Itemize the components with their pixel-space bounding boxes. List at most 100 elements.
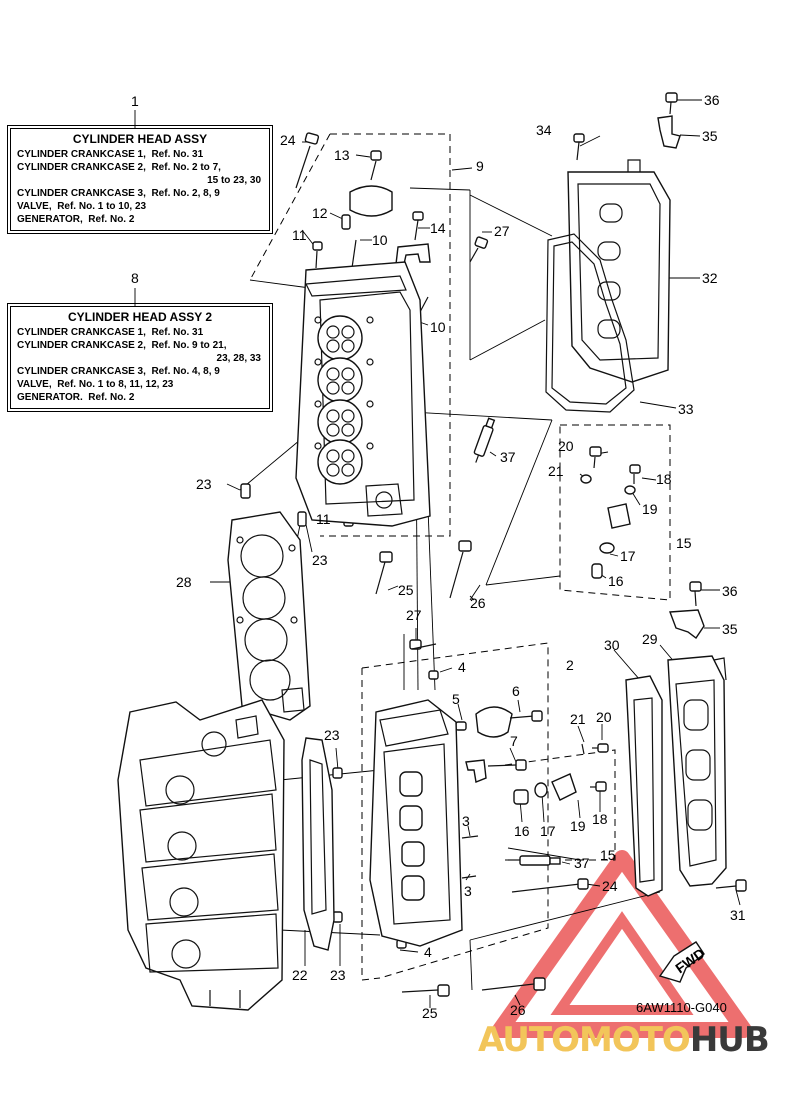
bolt-34	[573, 133, 585, 161]
callout-11: 11	[316, 511, 331, 527]
bracket-35-lower	[669, 609, 705, 640]
engine-block	[117, 699, 285, 1011]
spark-plug-37-upper	[473, 417, 496, 463]
callout-18: 18	[592, 811, 608, 827]
note-title: CYLINDER HEAD ASSY 2	[67, 310, 213, 324]
note-line: GENERATOR, Ref. No. 2	[17, 214, 135, 225]
callout-18: 18	[656, 471, 672, 487]
callout-21: 21	[548, 463, 564, 479]
callout-35: 35	[722, 621, 738, 637]
callout-16: 16	[514, 823, 530, 839]
dowel-23c	[332, 767, 343, 779]
callout-4: 4	[458, 659, 466, 675]
sensor-group-upper	[580, 446, 641, 579]
spark-plug-37-lower	[508, 855, 561, 866]
fasteners	[240, 92, 747, 997]
head-gasket-28	[227, 511, 311, 721]
watermark-text-secondary: HUB	[689, 1020, 770, 1060]
callout-6: 6	[512, 683, 520, 699]
callout-17: 17	[620, 548, 636, 564]
cylinder-head-upper	[295, 261, 431, 527]
callout-30: 30	[604, 637, 620, 653]
pin-10b	[419, 296, 429, 313]
callout-37: 37	[500, 449, 516, 465]
callout-26: 26	[470, 595, 486, 611]
callout-4: 4	[424, 944, 432, 960]
bolt-25-lower	[401, 984, 450, 997]
callout-13: 13	[334, 147, 350, 163]
callout-26: 26	[510, 1002, 526, 1018]
callout-32: 32	[702, 270, 718, 286]
drawing-code: 6AW1110-G040	[636, 1000, 727, 1015]
callout-20: 20	[558, 438, 574, 454]
callout-37: 37	[574, 855, 590, 871]
cover-gasket-33	[545, 233, 635, 413]
pin-10a	[351, 239, 357, 269]
callout-27: 27	[406, 607, 422, 623]
callout-28: 28	[176, 574, 192, 590]
note-line: 23, 28, 33	[216, 353, 261, 364]
callout-20: 20	[596, 709, 612, 725]
nut-11-top	[312, 241, 323, 251]
dowel-23a	[240, 483, 251, 499]
callout-24: 24	[602, 878, 618, 894]
callout-23: 23	[312, 552, 328, 568]
callout-21: 21	[570, 711, 586, 727]
callout-35: 35	[702, 128, 718, 144]
callout-24: 24	[280, 132, 296, 148]
note-line: CYLINDER CRANKCASE 1, Ref. No. 31	[17, 327, 204, 338]
callout-25: 25	[422, 1005, 438, 1021]
callout-10: 10	[372, 232, 388, 248]
note-line: CYLINDER CRANKCASE 2, Ref. No. 2 to 7,	[17, 162, 221, 173]
watermark-text-primary: AUTOMOTO	[478, 1020, 691, 1060]
bracket-7	[465, 759, 487, 783]
bolt-36-upper	[665, 92, 678, 115]
exhaust-cover-30	[625, 675, 663, 897]
callout-23: 23	[330, 967, 346, 983]
callout-14: 14	[430, 220, 446, 236]
bolt-26-lower	[481, 977, 546, 991]
cap-4-top	[428, 670, 439, 680]
dowel-23b	[297, 511, 307, 527]
note-line: GENERATOR. Ref. No. 2	[17, 392, 135, 403]
thermostat-cap	[349, 185, 393, 217]
callout-23: 23	[196, 476, 212, 492]
note-line: VALVE, Ref. No. 1 to 8, 11, 12, 23	[17, 379, 174, 390]
bolt-27-upper	[469, 236, 489, 263]
callout-22: 22	[292, 967, 308, 983]
exhaust-cover-29	[667, 655, 727, 887]
callout-19: 19	[570, 818, 586, 834]
note-title: CYLINDER HEAD ASSY	[72, 132, 208, 146]
watermark-logo: AUTOMOTOHUB	[478, 1020, 770, 1060]
thermostat-housing-6	[475, 706, 513, 738]
callout-33: 33	[678, 401, 694, 417]
callout-19: 19	[642, 501, 658, 517]
callout-10: 10	[430, 319, 446, 335]
callout-11: 11	[292, 227, 307, 243]
bolt-24-top	[295, 132, 320, 189]
combustion-chambers	[317, 315, 363, 485]
note-line: CYLINDER CRANKCASE 1, Ref. No. 31	[17, 149, 204, 160]
callout-27: 27	[494, 223, 510, 239]
stud-3a	[461, 835, 479, 839]
note-line: CYLINDER CRANKCASE 3, Ref. No. 4, 8, 9	[17, 366, 220, 377]
dowel-12	[341, 214, 351, 230]
bolt-25-upper	[375, 551, 393, 595]
stud-3b	[461, 875, 477, 879]
note-line: CYLINDER CRANKCASE 3, Ref. No. 2, 8, 9	[17, 188, 220, 199]
bracket-35-upper	[657, 115, 681, 149]
sensor-group-lower	[513, 743, 609, 805]
bolt-13	[370, 150, 382, 181]
callout-17: 17	[540, 823, 556, 839]
note-line: VALVE, Ref. No. 1 to 10, 23	[17, 201, 147, 212]
callout-36: 36	[722, 583, 738, 599]
callout-7: 7	[510, 733, 518, 749]
gasket-22	[301, 737, 335, 951]
bushing-5	[455, 721, 467, 731]
bolt-26-upper	[449, 540, 472, 599]
note-line: 15 to 23, 30	[207, 175, 261, 186]
callout-3: 3	[464, 883, 472, 899]
bolt-6	[509, 710, 543, 722]
bolt-36-lower	[689, 581, 702, 607]
